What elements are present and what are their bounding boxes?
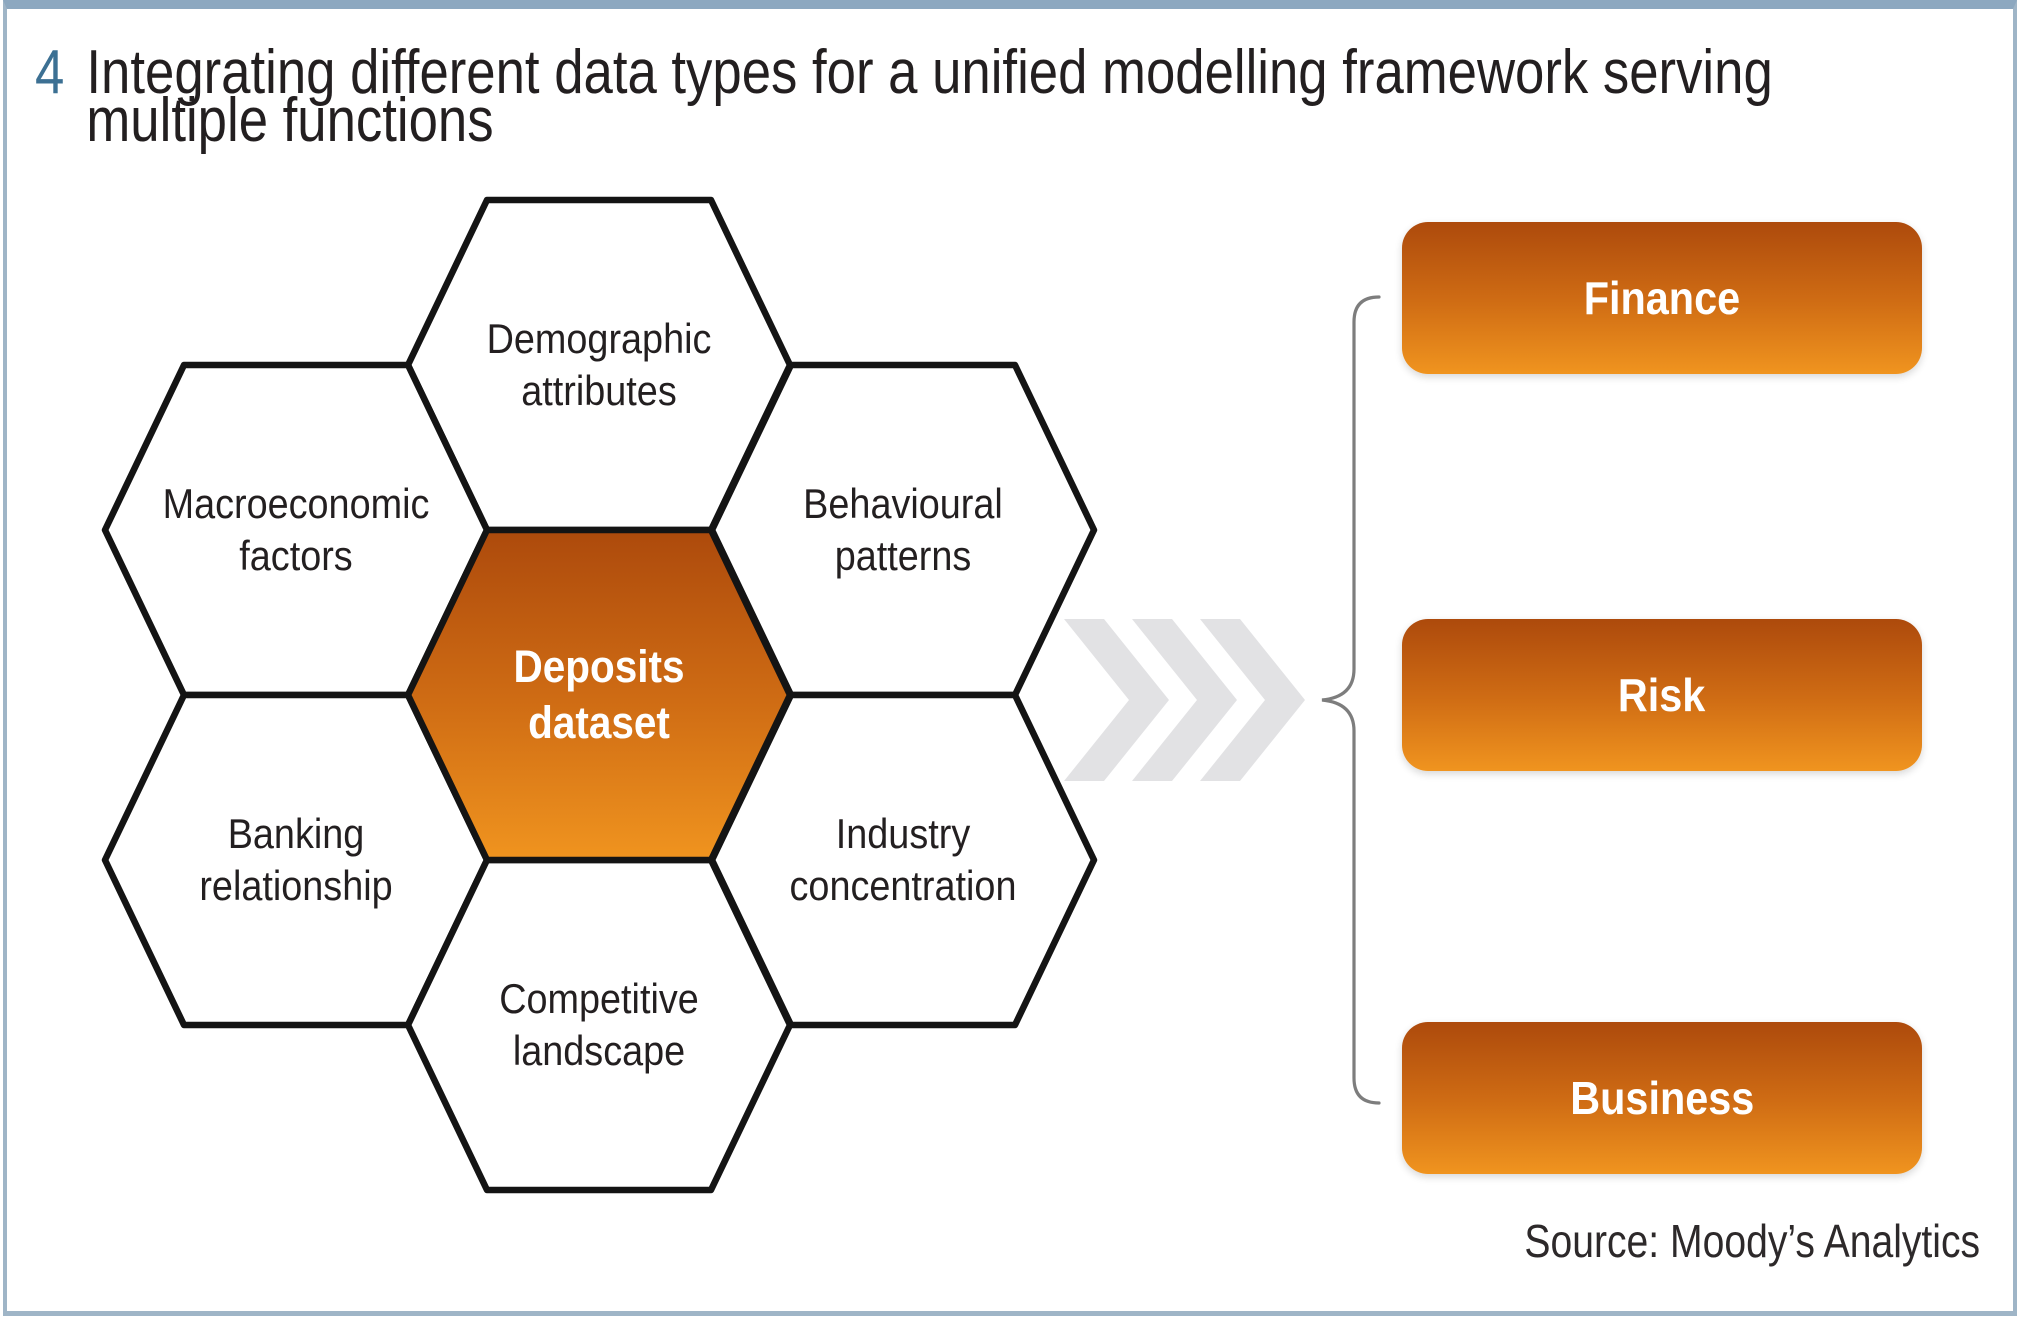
output-business: Business: [1402, 1022, 1922, 1174]
curly-brace-icon: [1321, 295, 1381, 1105]
hexagon-label-competitive-landscape: Competitive landscape: [499, 975, 699, 1074]
hexagon-label-deposits-dataset: Deposits dataset: [513, 641, 685, 748]
output-business-label: Business: [1569, 1072, 1755, 1124]
hexagon-label-banking-relationship: Banking relationship: [199, 810, 393, 909]
hexagon-label-macroeconomic-factors: Macroeconomic factors: [162, 480, 430, 579]
figure-number: 4: [35, 38, 65, 107]
output-finance: Finance: [1402, 222, 1922, 374]
hexagon-deposits-dataset: [404, 526, 794, 864]
chevron-right-icon: [1132, 619, 1237, 781]
hexagon-label-industry-concentration: Industry concentration: [789, 810, 1017, 909]
source-credit: Source: Moody’s Analytics: [1524, 1215, 1980, 1267]
output-finance-label: Finance: [1583, 272, 1741, 324]
chevron-right-icon: [1200, 619, 1305, 781]
hexagon-label-demographic-attributes: Demographic attributes: [486, 315, 712, 414]
triple-chevron-right-icon: [1064, 619, 1305, 781]
chevron-right-icon: [1064, 619, 1169, 781]
figure-title: Integrating different data types for a u…: [86, 38, 1773, 155]
figure-title-row: 4 Integrating different data types for a…: [35, 38, 1990, 155]
output-risk-label: Risk: [1618, 669, 1706, 721]
output-risk: Risk: [1402, 619, 1922, 771]
hexagon-label-behavioural-patterns: Behavioural patterns: [803, 480, 1003, 579]
